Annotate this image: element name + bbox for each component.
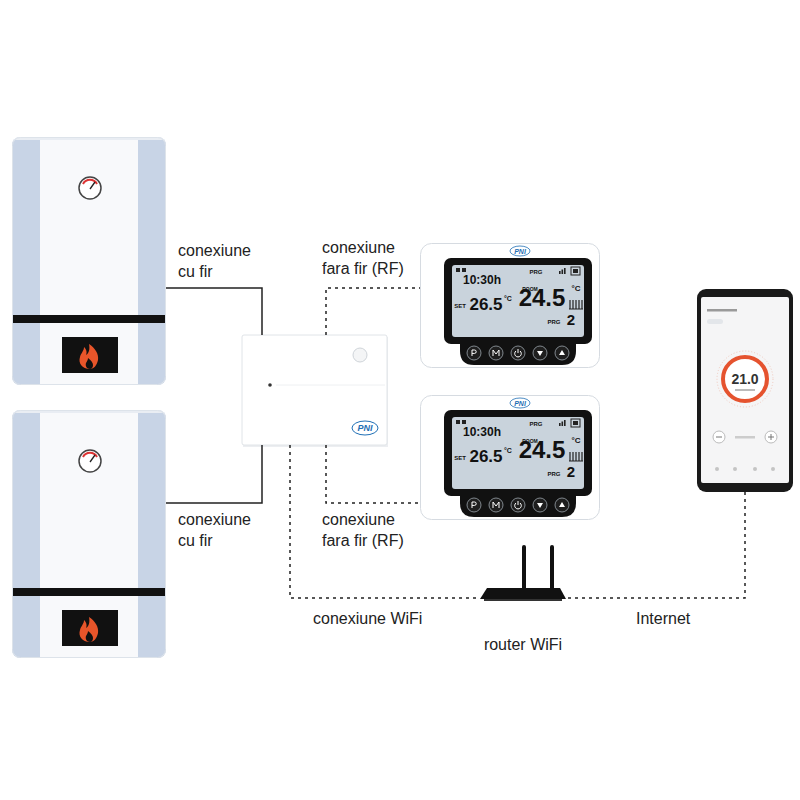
- connection-label: conexiune WiFi: [313, 608, 422, 629]
- boiler-illustration: [12, 137, 166, 385]
- unit-label: °C: [572, 285, 581, 293]
- wired-link: [166, 288, 262, 335]
- thermostat-illustration: [421, 396, 600, 520]
- setpoint-reading: 26.5: [469, 296, 502, 313]
- unit-label: °C: [572, 437, 581, 445]
- connection-label: conexiune fara fir (RF): [322, 509, 422, 551]
- room-reading: 24.5: [519, 286, 566, 310]
- case-seam: [276, 385, 385, 386]
- router-antenna: [522, 545, 526, 590]
- phone-screen: [701, 297, 789, 483]
- program-number: 2: [567, 312, 575, 327]
- router-caption: router WiFi: [484, 637, 562, 653]
- receiver-unit: PNI: [242, 335, 387, 445]
- status-led: [268, 383, 272, 387]
- wireless-link: [326, 445, 420, 503]
- room-reading: 24.5: [519, 438, 566, 462]
- wired-link: [166, 445, 262, 503]
- temperature-dial: [723, 357, 767, 401]
- lcd-tag: PRG: [529, 421, 542, 427]
- pairing-button: [353, 348, 367, 362]
- lcd-tag: PRG: [547, 471, 560, 477]
- receiver-case: [242, 335, 387, 445]
- smartphone-illustration: [697, 289, 793, 492]
- boiler-illustration: [12, 410, 166, 658]
- router-base: [484, 599, 562, 601]
- connection-label: conexiune fara fir (RF): [322, 237, 422, 279]
- brand-logo: PNI: [357, 424, 372, 433]
- lcd-tag: PRG: [547, 319, 560, 325]
- boiler-unit: [12, 410, 166, 658]
- clock-reading: 10:30h: [463, 426, 501, 438]
- lcd-tag: PRG: [529, 269, 542, 275]
- boiler-unit: [12, 137, 166, 385]
- unit-label: °C: [504, 447, 512, 454]
- phone-body: [697, 289, 793, 492]
- program-number: 2: [567, 464, 575, 479]
- wireless-link: [568, 492, 745, 598]
- router-body: [480, 588, 566, 599]
- logo-oval: [352, 421, 378, 435]
- connection-label: conexiune cu fir: [178, 509, 270, 551]
- temperature-reading: 21.0: [731, 372, 758, 386]
- minus-button: [713, 431, 725, 443]
- lcd-tag: SET: [454, 303, 466, 309]
- brand-logo: PNI: [514, 248, 526, 255]
- setpoint-text: [735, 436, 755, 439]
- clock-reading: 10:30h: [463, 274, 501, 286]
- setpoint-reading: 26.5: [469, 448, 502, 465]
- unit-label: °C: [504, 295, 512, 302]
- wireless-link: [290, 445, 478, 598]
- wireless-link: [326, 288, 420, 335]
- wifi-router: router WiFi: [478, 545, 568, 600]
- lcd-tag: SET: [454, 455, 466, 461]
- app-header: [707, 309, 737, 312]
- plus-button: [765, 431, 777, 443]
- thermostat-unit: PNI10:30hSET26.5°CPRGROOM24.5°CPRG2: [420, 243, 600, 368]
- connection-label: conexiune cu fir: [178, 240, 270, 282]
- dial-subtext: [735, 389, 755, 391]
- thermostat-illustration: [421, 244, 600, 368]
- brand-logo: PNI: [514, 400, 526, 407]
- smartphone: 21.0: [697, 289, 793, 492]
- thermostat-unit: PNI10:30hSET26.5°CPRGROOM24.5°CPRG2: [420, 395, 600, 520]
- mode-pill: [707, 319, 723, 324]
- receiver-illustration: [242, 335, 388, 447]
- router-antenna: [550, 545, 554, 590]
- connection-label: Internet: [636, 608, 690, 629]
- router-illustration: [480, 545, 566, 601]
- dial-ticks: [717, 351, 773, 407]
- bottom-nav: [715, 467, 775, 471]
